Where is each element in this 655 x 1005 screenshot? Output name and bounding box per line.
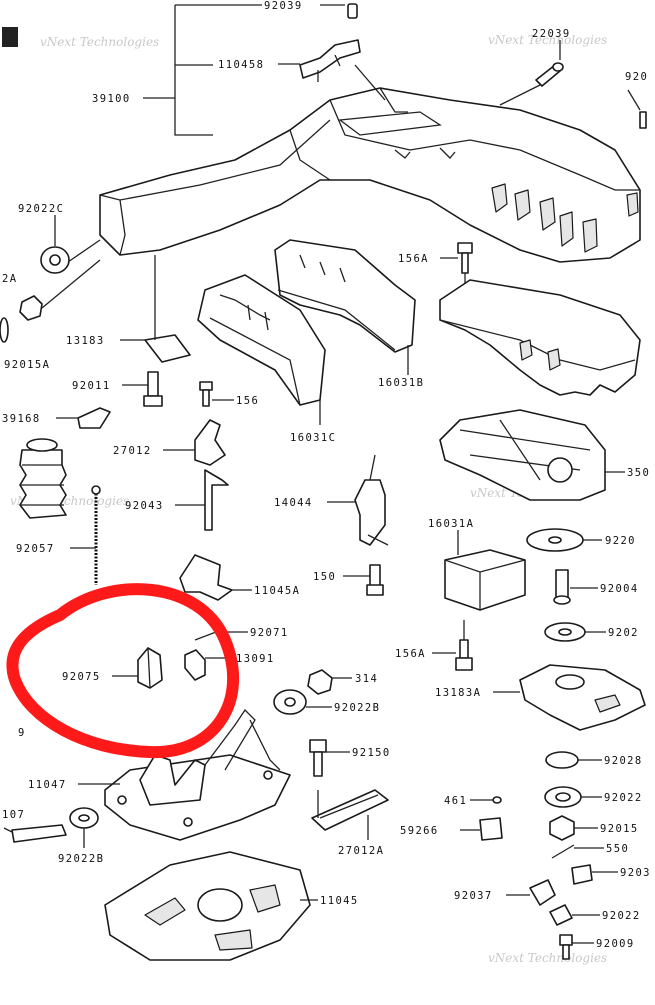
part-label[interactable]: 16031B — [378, 377, 424, 389]
part-label[interactable]: 27012 — [113, 445, 152, 457]
bracket-14044-drawing — [354, 454, 389, 546]
pin-92043-drawing — [204, 469, 229, 531]
part-label[interactable]: 156A — [395, 648, 426, 660]
part-label[interactable]: 920 — [625, 71, 648, 83]
part-label[interactable]: 350 — [627, 467, 650, 479]
fitting-59266-drawing — [479, 817, 503, 841]
screw-92039-drawing — [347, 3, 358, 19]
clip-110458-drawing — [299, 39, 361, 82]
part-label[interactable]: 9220 — [605, 535, 636, 547]
part-label[interactable]: 107 — [2, 809, 25, 821]
cover-39100-drawing — [99, 87, 641, 263]
part-label[interactable]: 13183A — [435, 687, 481, 699]
pin-107-drawing — [11, 824, 67, 843]
part-label[interactable]: 92015A — [4, 359, 50, 371]
block-16031a-drawing — [444, 549, 526, 611]
part-label[interactable]: 9203 — [620, 867, 651, 879]
logo-mark — [2, 27, 18, 47]
clamp-27012-drawing — [194, 419, 226, 466]
part-label[interactable]: 92011 — [72, 380, 111, 392]
part-label[interactable]: 22039 — [532, 28, 571, 40]
base-plate-11045-drawing — [104, 851, 311, 961]
part-label[interactable]: 314 — [355, 673, 378, 685]
part-label[interactable]: 92022B — [58, 853, 104, 865]
part-13091-drawing — [184, 649, 206, 681]
part-label[interactable]: 92039 — [264, 0, 303, 12]
cover-right-drawing — [439, 279, 641, 396]
part-label[interactable]: 92043 — [125, 500, 164, 512]
watermark: vNext Technologies — [488, 33, 607, 47]
pad-39168-drawing — [77, 407, 111, 429]
part-label[interactable]: 16031A — [428, 518, 474, 530]
lever-base-11047-drawing — [104, 708, 291, 841]
part-label[interactable]: 11045 — [320, 895, 359, 907]
part-label[interactable]: 39100 — [92, 93, 131, 105]
part-label[interactable]: 11045A — [254, 585, 300, 597]
part-label[interactable]: 92022C — [18, 203, 64, 215]
part-label[interactable]: 13091 — [236, 653, 275, 665]
nut-92015a-drawing — [19, 295, 43, 321]
part-label[interactable]: 13183 — [66, 335, 105, 347]
part-label[interactable]: 92015 — [600, 823, 639, 835]
part-label[interactable]: 92057 — [16, 543, 55, 555]
part-label[interactable]: 59266 — [400, 825, 439, 837]
plate-13183a-drawing — [519, 664, 646, 731]
part-label[interactable]: 156 — [236, 395, 259, 407]
part-label[interactable]: 92071 — [250, 627, 289, 639]
part-label[interactable]: 11047 — [28, 779, 67, 791]
part-label[interactable]: 461 — [444, 795, 467, 807]
part-label[interactable]: 92037 — [454, 890, 493, 902]
plate-13183-drawing — [144, 334, 191, 363]
watermark: vNext Technologies — [40, 35, 159, 49]
part-label[interactable]: 110458 — [218, 59, 264, 71]
block-16031b-drawing — [274, 239, 416, 353]
part-label[interactable]: 92075 — [62, 671, 101, 683]
part-label[interactable]: 39168 — [2, 413, 41, 425]
part-label[interactable]: 92022B — [334, 702, 380, 714]
clamp-27012a-drawing — [311, 789, 389, 831]
part-label[interactable]: 9202 — [608, 627, 639, 639]
part-label[interactable]: 92028 — [604, 755, 643, 767]
part-label[interactable]: 92004 — [600, 583, 639, 595]
part-label[interactable]: 16031C — [290, 432, 336, 444]
part-label[interactable]: 9 — [18, 727, 26, 739]
part-label[interactable]: 156A — [398, 253, 429, 265]
bracket-350-drawing — [439, 409, 606, 501]
part-label[interactable]: 92150 — [352, 747, 391, 759]
part-label[interactable]: 550 — [606, 843, 629, 855]
block-16031c-drawing — [197, 274, 326, 406]
bracket-11045a-drawing — [179, 554, 233, 601]
pin-22039-drawing — [535, 62, 564, 87]
part-label[interactable]: 92022 — [602, 910, 641, 922]
part-label[interactable]: 150 — [313, 571, 336, 583]
boot-drawing — [19, 438, 67, 519]
part-label[interactable]: 27012A — [338, 845, 384, 857]
bolt-156a-drawing — [457, 242, 473, 274]
part-label[interactable]: 14044 — [274, 497, 313, 509]
watermark: vNext Technologies — [488, 951, 607, 965]
part-label[interactable]: 92022 — [604, 792, 643, 804]
part-label[interactable]: 92009 — [596, 938, 635, 950]
part-label[interactable]: 2A — [2, 273, 17, 285]
highlight-circle — [6, 583, 240, 759]
